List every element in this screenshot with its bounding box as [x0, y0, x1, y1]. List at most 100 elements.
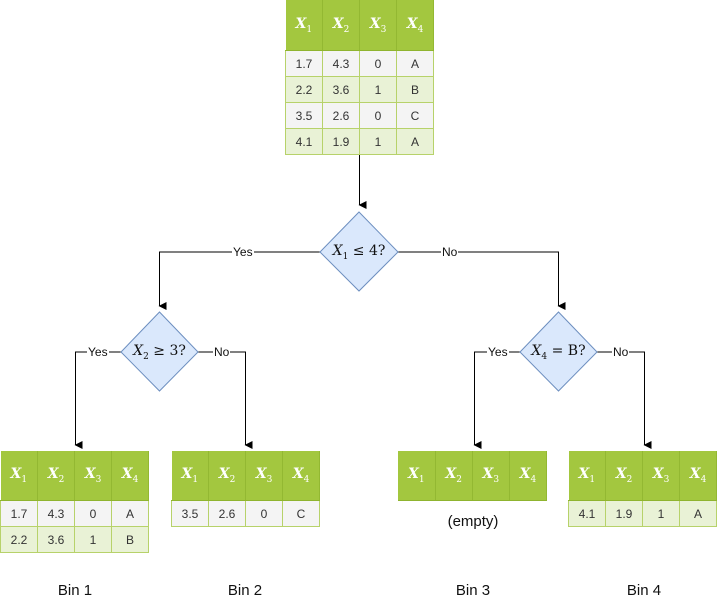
table-cell: 3.5 — [171, 500, 209, 527]
column-header: X3 — [642, 451, 680, 501]
column-subscript: 3 — [95, 474, 102, 485]
table-cell: A — [396, 128, 434, 155]
decision-suffix: ? — [178, 343, 186, 359]
column-var: X — [652, 466, 664, 483]
column-var: X — [406, 15, 418, 32]
column-header: X4 — [509, 451, 548, 501]
column-var: X — [445, 466, 457, 483]
bin-2-label: Bin 2 — [227, 582, 263, 599]
decision-sub: 2 — [143, 351, 149, 362]
column-var: X — [615, 466, 627, 483]
decision-suffix: ? — [377, 243, 386, 259]
column-subscript: 2 — [58, 474, 65, 485]
column-var: X — [255, 466, 267, 483]
column-var: X — [689, 466, 701, 483]
table-cell: A — [679, 500, 717, 527]
column-subscript: 1 — [21, 474, 28, 485]
column-header: X3 — [359, 0, 397, 51]
edge-label-yes: Yes — [487, 345, 509, 359]
decision-op: ≥ — [153, 343, 165, 359]
column-subscript: 4 — [303, 474, 310, 485]
edge-label-yes: Yes — [232, 245, 254, 259]
column-subscript: 3 — [663, 474, 670, 485]
decision-right-shape — [519, 311, 598, 392]
decision-op: ≤ — [352, 243, 365, 259]
edge-left-no — [198, 351, 253, 449]
edge-label-yes: Yes — [87, 345, 109, 359]
column-subscript: 3 — [380, 24, 387, 35]
table-cell: 4.1 — [285, 128, 323, 155]
bin-1-label: Bin 1 — [57, 582, 93, 599]
table-cell: 1.9 — [605, 500, 643, 527]
table-cell: 1.7 — [285, 50, 323, 77]
table-cell: 4.3 — [322, 50, 360, 77]
column-subscript: 1 — [589, 474, 596, 485]
table-cell: C — [282, 500, 320, 527]
column-var: X — [578, 466, 590, 483]
column-subscript: 4 — [530, 474, 537, 485]
column-subscript: 2 — [456, 474, 462, 485]
column-header: X1 — [285, 0, 323, 51]
decision-value: 4 — [368, 243, 378, 259]
decision-left-label: X2 ≥ 3? — [121, 343, 198, 362]
edge-right-no — [597, 351, 652, 449]
column-header: X4 — [111, 451, 149, 501]
table-cell: B — [396, 76, 434, 103]
decision-left-shape — [120, 311, 199, 392]
table-cell: B — [111, 526, 149, 553]
table-cell: 2.6 — [322, 102, 360, 129]
column-header: X2 — [322, 0, 360, 51]
column-header: X2 — [435, 451, 473, 501]
decision-var: X — [332, 243, 343, 259]
column-var: X — [408, 466, 419, 483]
column-header: X3 — [245, 451, 283, 501]
column-header: X4 — [679, 451, 717, 501]
table-cell: 2.2 — [285, 76, 323, 103]
edge-left-yes — [74, 351, 121, 449]
column-header: X2 — [37, 451, 75, 501]
decision-sub: 1 — [342, 251, 349, 262]
table-cell: 3.6 — [37, 526, 75, 553]
table-cell: 2.2 — [0, 526, 38, 553]
column-var: X — [181, 466, 193, 483]
column-subscript: 2 — [343, 24, 350, 35]
table-cell: 0 — [359, 102, 397, 129]
edge-label-no: No — [612, 345, 630, 359]
bin-3-label: Bin 3 — [455, 582, 491, 599]
column-var: X — [84, 466, 96, 483]
decision-root-label: X1 ≤ 4? — [320, 243, 398, 262]
decision-value: B — [567, 343, 579, 359]
table-cell: 1 — [642, 500, 680, 527]
table-cell: 4.3 — [37, 500, 75, 527]
decision-var: X — [531, 343, 542, 359]
table-cell: A — [111, 500, 149, 527]
table-cell: C — [396, 102, 434, 129]
column-subscript: 1 — [418, 474, 425, 485]
column-var: X — [332, 15, 344, 32]
table-cell: 3.6 — [322, 76, 360, 103]
decision-op: = — [551, 343, 564, 359]
table-cell: 1 — [74, 526, 112, 553]
column-var: X — [369, 15, 381, 32]
column-header: X3 — [472, 451, 510, 501]
column-header: X2 — [208, 451, 246, 501]
column-var: X — [10, 466, 22, 483]
column-var: X — [218, 466, 230, 483]
column-subscript: 4 — [132, 474, 139, 485]
edge-right-yes — [473, 351, 520, 449]
column-subscript: 4 — [417, 24, 424, 35]
table-cell: 1 — [359, 128, 397, 155]
